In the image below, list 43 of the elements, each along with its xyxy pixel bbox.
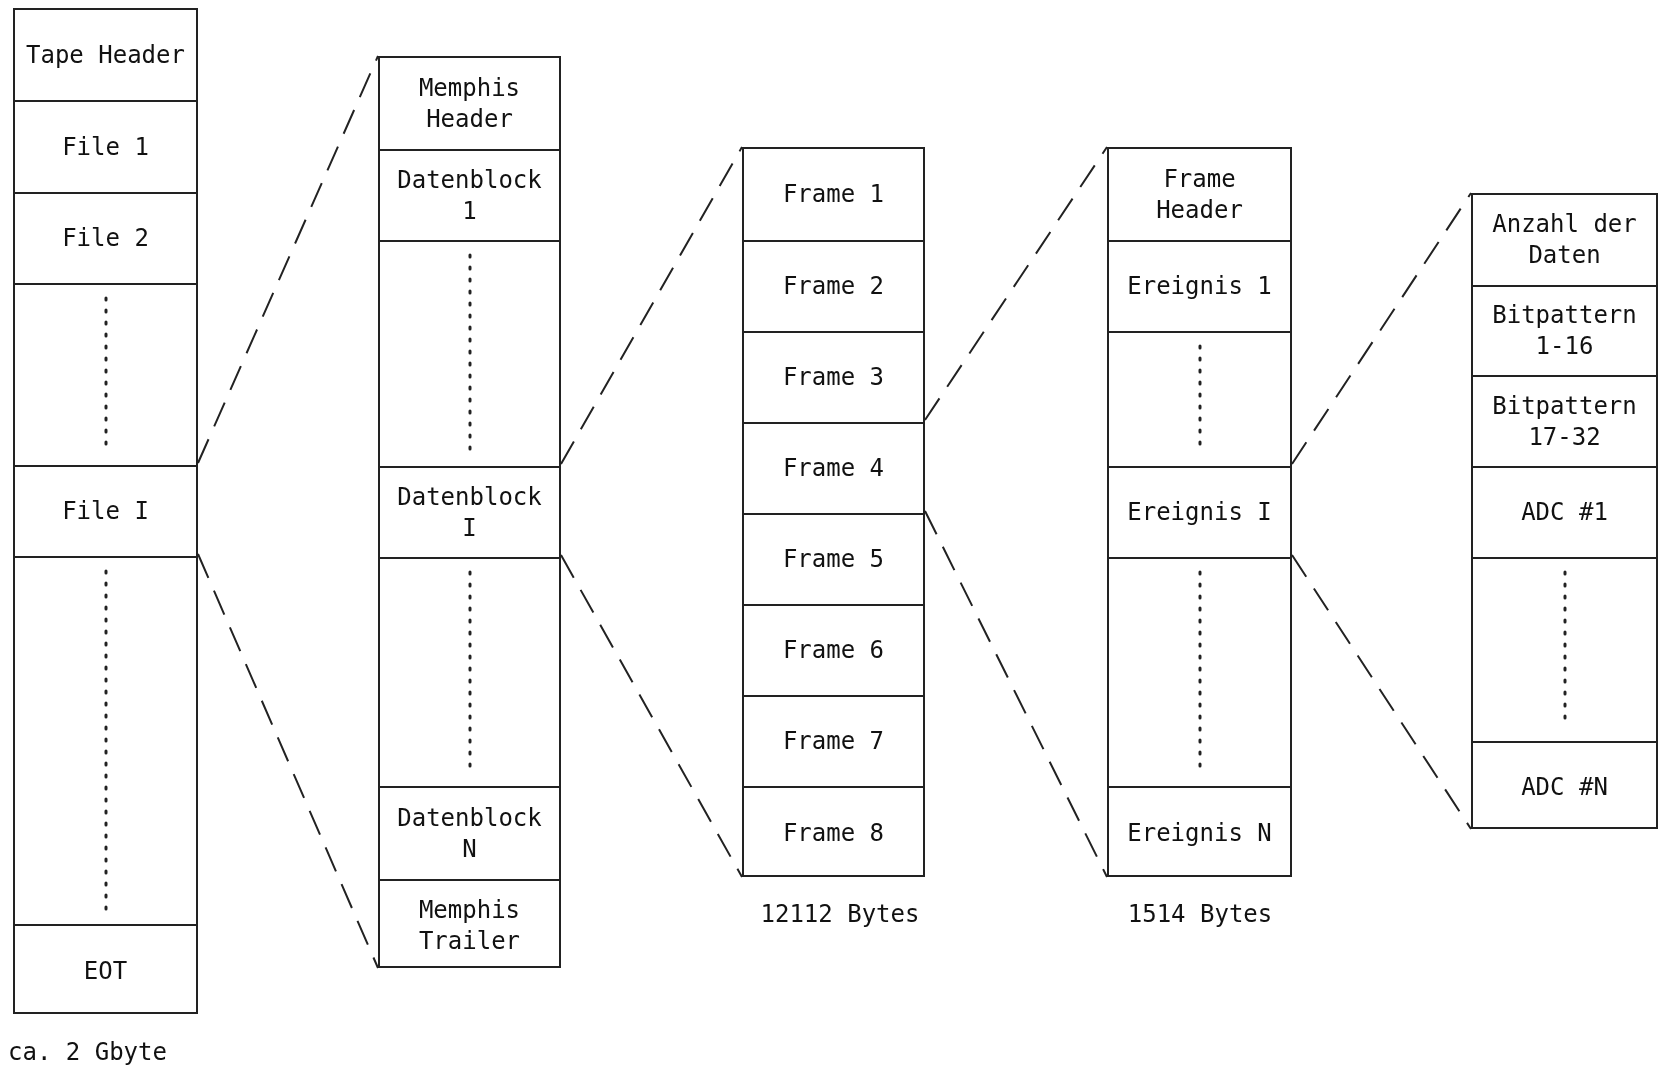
field-label: Memphis Header [417, 72, 522, 135]
field-label: Datenblock 1 [396, 164, 543, 227]
field-label: Tape Header [26, 39, 185, 71]
expansion-line [197, 553, 379, 969]
expansion-line [924, 510, 1108, 878]
field-label: Frame 7 [782, 726, 885, 757]
field-label: Frame 1 [782, 179, 885, 210]
record-column [378, 56, 561, 968]
size-note: 1514 Bytes [1127, 900, 1273, 928]
field-label: File 1 [62, 131, 149, 163]
record-column [13, 8, 198, 1014]
record-column [1107, 147, 1292, 877]
field-label: ADC #N [1521, 771, 1608, 803]
field-label: Ereignis N [1127, 818, 1272, 849]
record-column [1471, 193, 1658, 829]
field-label: Frame 3 [782, 362, 885, 393]
field-label: Frame 2 [782, 271, 885, 302]
expansion-line [1291, 192, 1472, 465]
field-label: Memphis Trailer [417, 894, 522, 957]
field-label: File I [62, 496, 149, 527]
field-label: Ereignis I [1127, 497, 1272, 528]
expansion-line [560, 146, 743, 465]
field-label: Bitpattern 17-32 [1491, 390, 1638, 453]
expansion-line [197, 55, 379, 464]
field-label: File 2 [62, 223, 149, 254]
field-label: Datenblock N [396, 802, 543, 865]
field-label: Datenblock I [396, 481, 543, 544]
expansion-line [560, 554, 743, 878]
field-label: Frame 5 [782, 544, 885, 575]
expansion-line [924, 146, 1108, 421]
field-label: Frame Header [1155, 163, 1244, 226]
size-note: 12112 Bytes [760, 900, 920, 928]
field-label: Anzahl der Daten [1491, 209, 1638, 271]
field-label: Ereignis 1 [1127, 271, 1272, 302]
expansion-line [1291, 554, 1472, 830]
field-label: EOT [83, 955, 128, 987]
field-label: Frame 8 [782, 818, 885, 849]
field-label: ADC #1 [1521, 497, 1608, 528]
size-note: ca. 2 Gbyte [8, 1038, 167, 1066]
field-label: Frame 4 [782, 453, 885, 484]
field-label: Frame 6 [782, 635, 885, 666]
record-column [742, 147, 925, 877]
field-label: Bitpattern 1-16 [1491, 300, 1638, 362]
